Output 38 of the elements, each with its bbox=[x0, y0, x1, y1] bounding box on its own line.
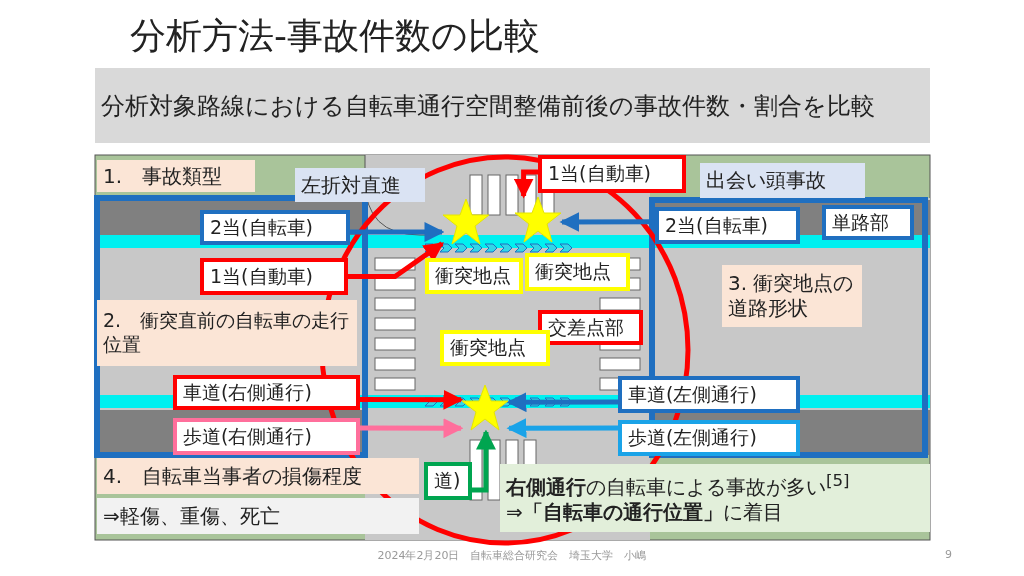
collision-point-box: 衝突地点 bbox=[525, 253, 630, 291]
banner-box: 分析対象路線における自転車通行空間整備前後の事故件数・割合を比較 bbox=[95, 68, 930, 143]
tag-label: 出会い頭事故 bbox=[700, 163, 865, 198]
label-box: 1当(自動車) bbox=[200, 258, 348, 295]
label-box: 車道(右側通行) bbox=[173, 375, 360, 410]
result-box: ⇒軽傷、重傷、死亡 bbox=[97, 498, 419, 534]
star-icon bbox=[514, 196, 562, 244]
label-box: 交差点部 bbox=[538, 310, 643, 345]
star-icon bbox=[461, 384, 509, 432]
arrow bbox=[350, 222, 445, 243]
arrow bbox=[506, 392, 618, 413]
label-box: 歩道(右側通行) bbox=[173, 418, 360, 455]
section-label: 3. 衝突地点の道路形状 bbox=[722, 265, 862, 327]
arrow bbox=[513, 169, 538, 199]
section-label: 2. 衝突直前の自転車の走行位置 bbox=[97, 300, 357, 366]
collision-point-box: 衝突地点 bbox=[440, 330, 550, 366]
label-box: 1当(自動車) bbox=[538, 155, 686, 193]
page-number: 9 bbox=[945, 548, 952, 561]
arrow bbox=[506, 418, 618, 439]
arrow bbox=[360, 418, 464, 439]
section-label: 1. 事故類型 bbox=[97, 160, 255, 192]
footer-text: 2024年2月20日 自転車総合研究会 埼玉大学 小嶋 bbox=[377, 548, 647, 563]
label-box: 車道(左側通行) bbox=[618, 376, 800, 413]
collision-point-box: 衝突地点 bbox=[425, 258, 523, 294]
note-text: 右側通行の自転車による事故が多い$^{[5]}$ bbox=[506, 471, 850, 500]
label-box: 2当(自転車) bbox=[200, 210, 350, 245]
label-box: 道) bbox=[424, 462, 472, 500]
tag-label: 左折対直進 bbox=[295, 168, 425, 202]
section-label: 4. 自転車当事者の損傷程度 bbox=[97, 458, 419, 494]
star-icon bbox=[442, 198, 490, 246]
note-box bbox=[500, 464, 930, 532]
label-box: 歩道(左側通行) bbox=[618, 420, 800, 456]
arrow bbox=[348, 241, 445, 279]
label-box: 2当(自転車) bbox=[655, 207, 800, 244]
slide-title: 分析方法-事故件数の比較 bbox=[130, 14, 540, 58]
label-box: 単路部 bbox=[822, 205, 914, 240]
note-text: ⇒「自転車の通行位置」に着目 bbox=[506, 499, 783, 525]
arrow bbox=[472, 429, 496, 493]
